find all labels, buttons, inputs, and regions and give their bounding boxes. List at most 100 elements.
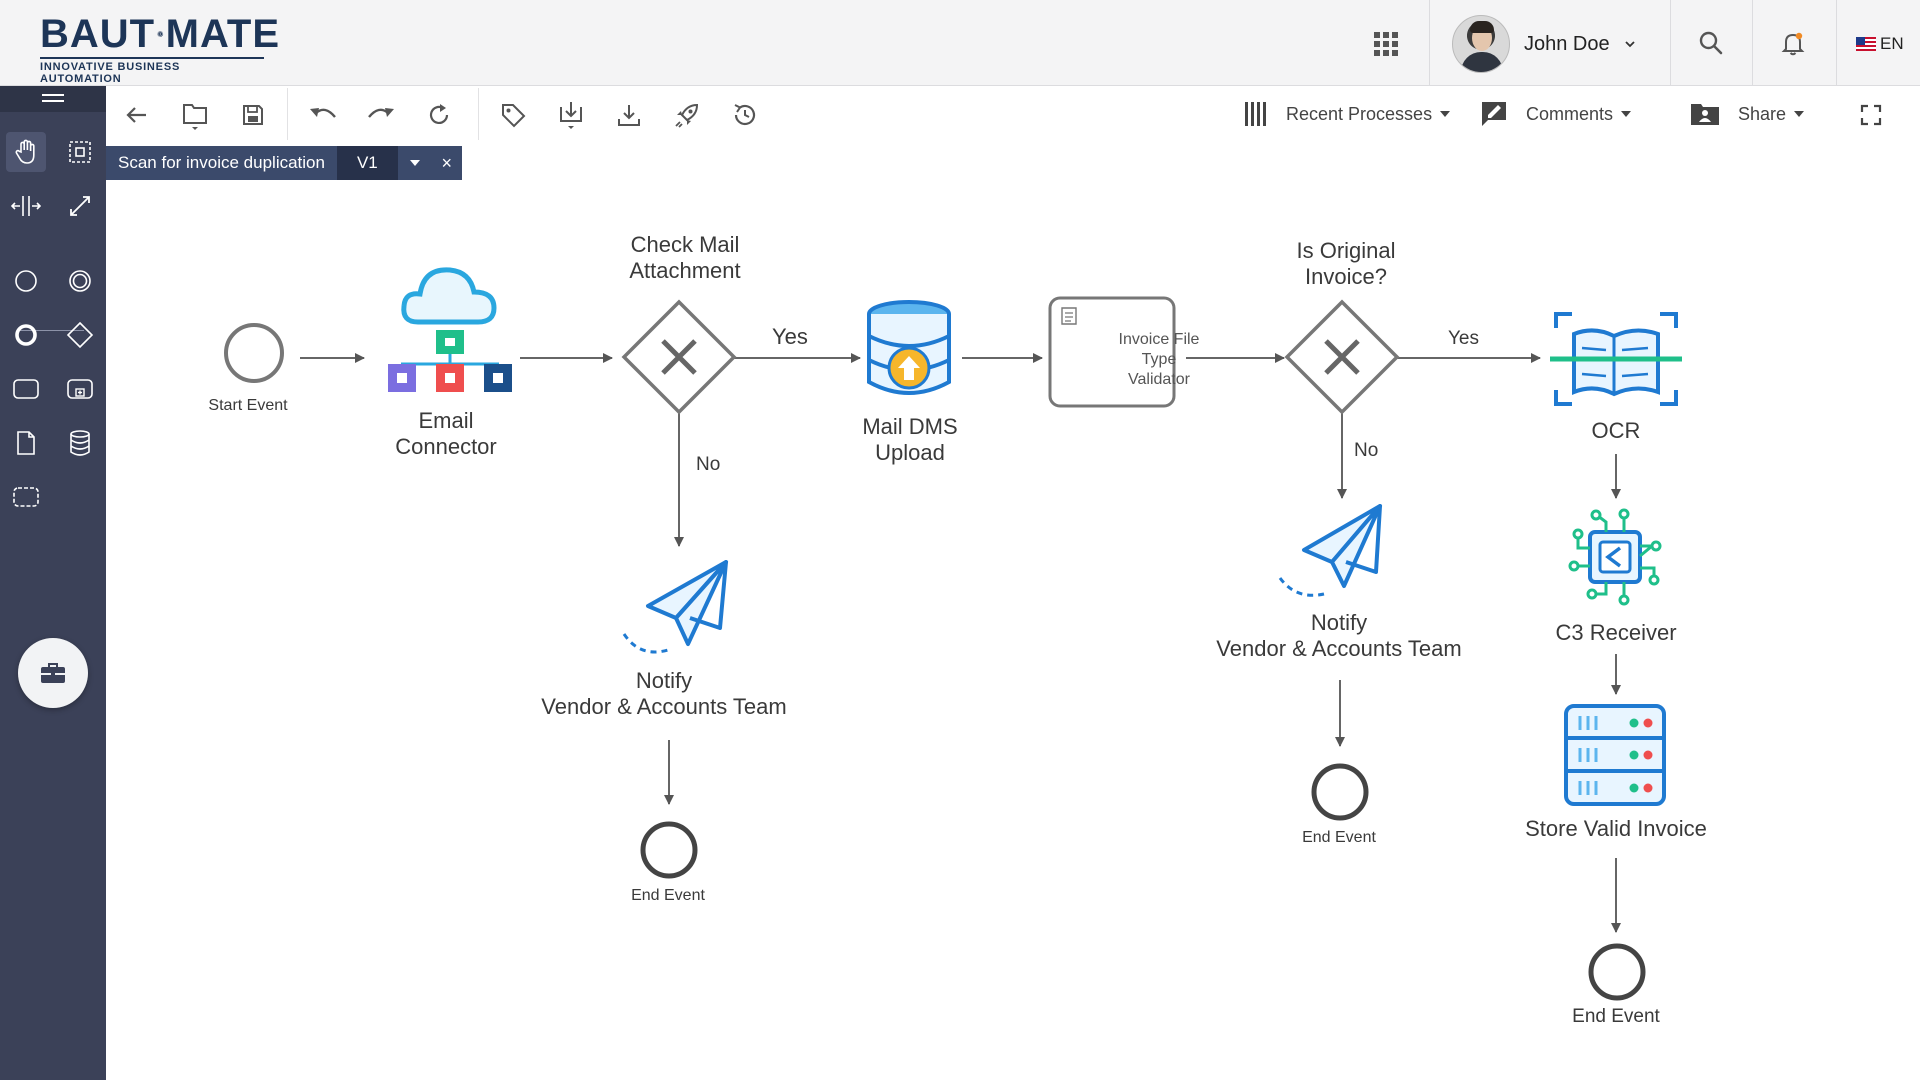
lasso-tool[interactable] (60, 132, 100, 172)
end-event-2[interactable] (1311, 763, 1369, 821)
process-tab-name[interactable]: Scan for invoice duplication (118, 153, 325, 172)
create-end-event[interactable] (6, 315, 46, 355)
back-button[interactable] (120, 98, 154, 132)
create-intermediate-event[interactable] (60, 261, 100, 301)
paper-plane-icon[interactable] (622, 560, 728, 654)
caret-down-icon (1440, 111, 1451, 117)
create-data-store[interactable] (60, 423, 100, 463)
process-tab[interactable]: Scan for invoice duplication V1 × (106, 146, 462, 180)
brand-wordmark: BAUT MATE (40, 14, 280, 54)
global-connect-tool[interactable] (60, 186, 100, 226)
open-button[interactable] (178, 98, 212, 132)
language-code: EN (1880, 34, 1904, 53)
yes-label-1: Yes (772, 324, 808, 349)
create-data-object[interactable] (6, 423, 46, 463)
palette-divider (20, 330, 84, 331)
end-event-1[interactable] (640, 821, 698, 879)
undo-button[interactable] (306, 98, 340, 132)
chevron-down-icon (1624, 41, 1635, 48)
subprocess-icon (67, 379, 93, 399)
hand-tool[interactable] (6, 132, 46, 172)
fullscreen-button[interactable] (1854, 98, 1888, 132)
paper-plane-icon[interactable] (1278, 504, 1382, 597)
language-selector[interactable]: EN (1856, 34, 1904, 54)
no-label-2: No (1354, 440, 1379, 461)
create-gateway[interactable] (60, 315, 100, 355)
avatar (1452, 15, 1510, 73)
comments-menu[interactable]: Comments (1480, 96, 1632, 132)
recent-processes-label: Recent Processes (1286, 103, 1433, 124)
invoice-validator-task[interactable] (1048, 296, 1176, 408)
end-event-3[interactable] (1588, 943, 1646, 1001)
connect-icon (70, 196, 90, 216)
intermediate-event-icon (69, 270, 91, 292)
email-connector-label: Email Connector (395, 408, 497, 460)
toolbar-divider (287, 88, 288, 140)
start-event-label: Start Event (208, 397, 288, 414)
yes-label-2: Yes (1448, 328, 1479, 349)
data-store-icon (70, 430, 90, 456)
diagram-svg (224, 267, 1682, 1001)
create-start-event[interactable] (6, 261, 46, 301)
mail-dms-label: Mail DMS Upload (862, 414, 958, 466)
no-label-1: No (696, 454, 721, 475)
create-group[interactable] (6, 477, 46, 517)
start-event[interactable] (224, 323, 284, 383)
brand-logo[interactable]: BAUT MATE INNOVATIVE BUSINESS AUTOMATION (40, 14, 280, 85)
email-connector-icon[interactable] (388, 267, 512, 392)
save-button[interactable] (236, 98, 270, 132)
version-dropdown[interactable] (398, 146, 432, 180)
exclusive-gateway-2[interactable] (1284, 299, 1400, 415)
end-event-icon (15, 324, 37, 346)
validator-label: Invoice File Type Validator (1118, 331, 1200, 388)
sequence-flows (300, 353, 1621, 933)
redo-icon (368, 108, 394, 118)
version-badge[interactable]: V1 (336, 146, 398, 180)
server-rack-icon[interactable] (1564, 704, 1666, 806)
user-menu[interactable]: John Doe (1452, 14, 1652, 74)
tag-button[interactable] (496, 98, 530, 132)
share-menu[interactable]: Share (1690, 96, 1805, 132)
history-icon (734, 104, 756, 126)
lasso-icon (69, 141, 91, 163)
search-icon[interactable] (1698, 30, 1724, 56)
palette-header[interactable] (0, 86, 106, 112)
folder-icon (183, 104, 207, 130)
refresh-icon (429, 104, 449, 124)
diagram-canvas[interactable]: Start Event Email Connector Check Mail A… (106, 180, 1920, 1080)
exclusive-gateway[interactable] (621, 299, 737, 415)
rocket-icon (675, 103, 699, 128)
group-icon (13, 487, 39, 507)
deploy-button[interactable] (670, 98, 704, 132)
close-tab-button[interactable]: × (441, 153, 453, 173)
caret-down-icon (1621, 111, 1632, 117)
create-subprocess[interactable] (60, 369, 100, 409)
download-icon (618, 105, 640, 126)
space-tool[interactable] (6, 186, 46, 226)
create-task[interactable] (6, 369, 46, 409)
database-upload-icon[interactable] (867, 300, 951, 395)
start-event-icon (15, 270, 37, 292)
share-label: Share (1738, 103, 1787, 124)
history-button[interactable] (728, 98, 762, 132)
caret-down-icon (1794, 111, 1805, 117)
redo-button[interactable] (364, 98, 398, 132)
undo-icon (310, 108, 336, 118)
end-event-label-3: End Event (1572, 1006, 1660, 1027)
download-button[interactable] (612, 98, 646, 132)
menu-icon[interactable] (42, 94, 64, 106)
refresh-button[interactable] (422, 98, 456, 132)
brand-tagline: INNOVATIVE BUSINESS AUTOMATION (40, 57, 264, 85)
bell-icon[interactable] (1780, 30, 1806, 56)
recent-processes-menu[interactable]: Recent Processes (1244, 96, 1451, 132)
ocr-scan-icon[interactable] (1550, 312, 1682, 406)
save-icon (243, 105, 263, 125)
toolbox-button[interactable] (18, 638, 88, 708)
ocr-label: OCR (1591, 418, 1641, 443)
c3-chip-icon[interactable] (1568, 508, 1662, 606)
gateway-icon (66, 321, 94, 349)
import-button[interactable] (554, 98, 588, 132)
header-divider (1752, 0, 1753, 86)
apps-grid-icon[interactable] (1372, 30, 1400, 58)
comment-edit-icon (1482, 102, 1506, 126)
